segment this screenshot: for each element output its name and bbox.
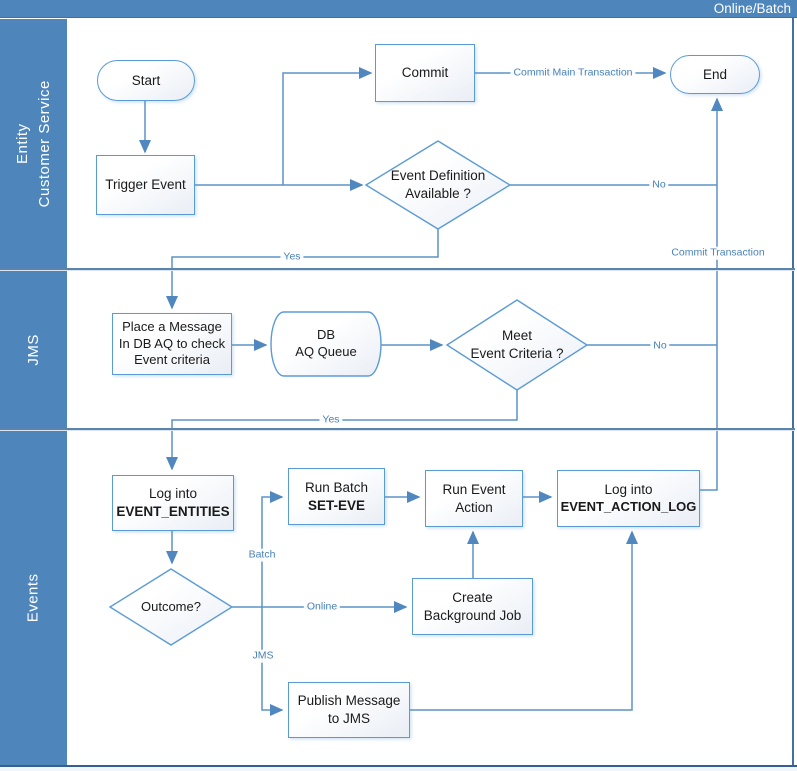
edge-label-batch: Batch	[245, 548, 279, 562]
node-publish-message: Publish Message to JMS	[288, 682, 410, 738]
node-end: End	[670, 55, 760, 94]
node-log-event-action-log: Log into EVENT_ACTION_LOG	[557, 470, 700, 527]
node-trigger-event: Trigger Event	[96, 155, 195, 215]
label-meet-criteria: Meet Event Criteria ?	[470, 328, 564, 361]
node-run-batch: Run Batch SET-EVE	[288, 468, 385, 525]
frame-bottom-strip	[0, 767, 797, 771]
lane-label-jms: JMS	[24, 333, 42, 366]
edge-label-commit-main-transaction: Commit Main Transaction	[510, 66, 636, 80]
lane-divider-2	[0, 428, 795, 431]
lane-header-jms: JMS	[0, 271, 67, 428]
edge-label-jms: JMS	[249, 649, 277, 663]
node-start: Start	[97, 60, 195, 101]
title-band: Online/Batch	[0, 0, 797, 18]
node-create-background-job: Create Background Job	[412, 578, 533, 635]
lane-header-events: Events	[0, 431, 67, 765]
edge-label-online: Online	[303, 600, 341, 614]
lane-divider-1	[0, 268, 795, 271]
diagram-area	[67, 18, 794, 766]
edge-label-no-meet-criteria: No	[650, 339, 670, 353]
frame-bottom-border	[0, 765, 797, 767]
diagram-title: Online/Batch	[713, 1, 791, 16]
lane-label-entity-customer-service: Entity Customer Service	[13, 79, 53, 208]
node-place-message: Place a Message In DB AQ to check Event …	[112, 313, 232, 375]
lane-header-entity-customer-service: Entity Customer Service	[0, 19, 67, 268]
edge-label-yes-meet-criteria: Yes	[319, 413, 343, 427]
node-log-event-entities: Log into EVENT_ENTITIES	[112, 475, 234, 531]
label-event-definition: Event Definition Available ?	[390, 168, 486, 201]
edge-label-commit-transaction: Commit Transaction	[668, 246, 768, 260]
edge-label-no-event-definition: No	[649, 178, 669, 192]
label-db-aq-queue: DB AQ Queue	[295, 327, 357, 359]
node-run-event-action: Run Event Action	[425, 470, 523, 527]
label-outcome: Outcome?	[141, 598, 201, 614]
edge-label-yes-event-definition: Yes	[280, 250, 304, 264]
lane-label-events: Events	[24, 573, 42, 623]
node-commit: Commit	[375, 44, 475, 102]
